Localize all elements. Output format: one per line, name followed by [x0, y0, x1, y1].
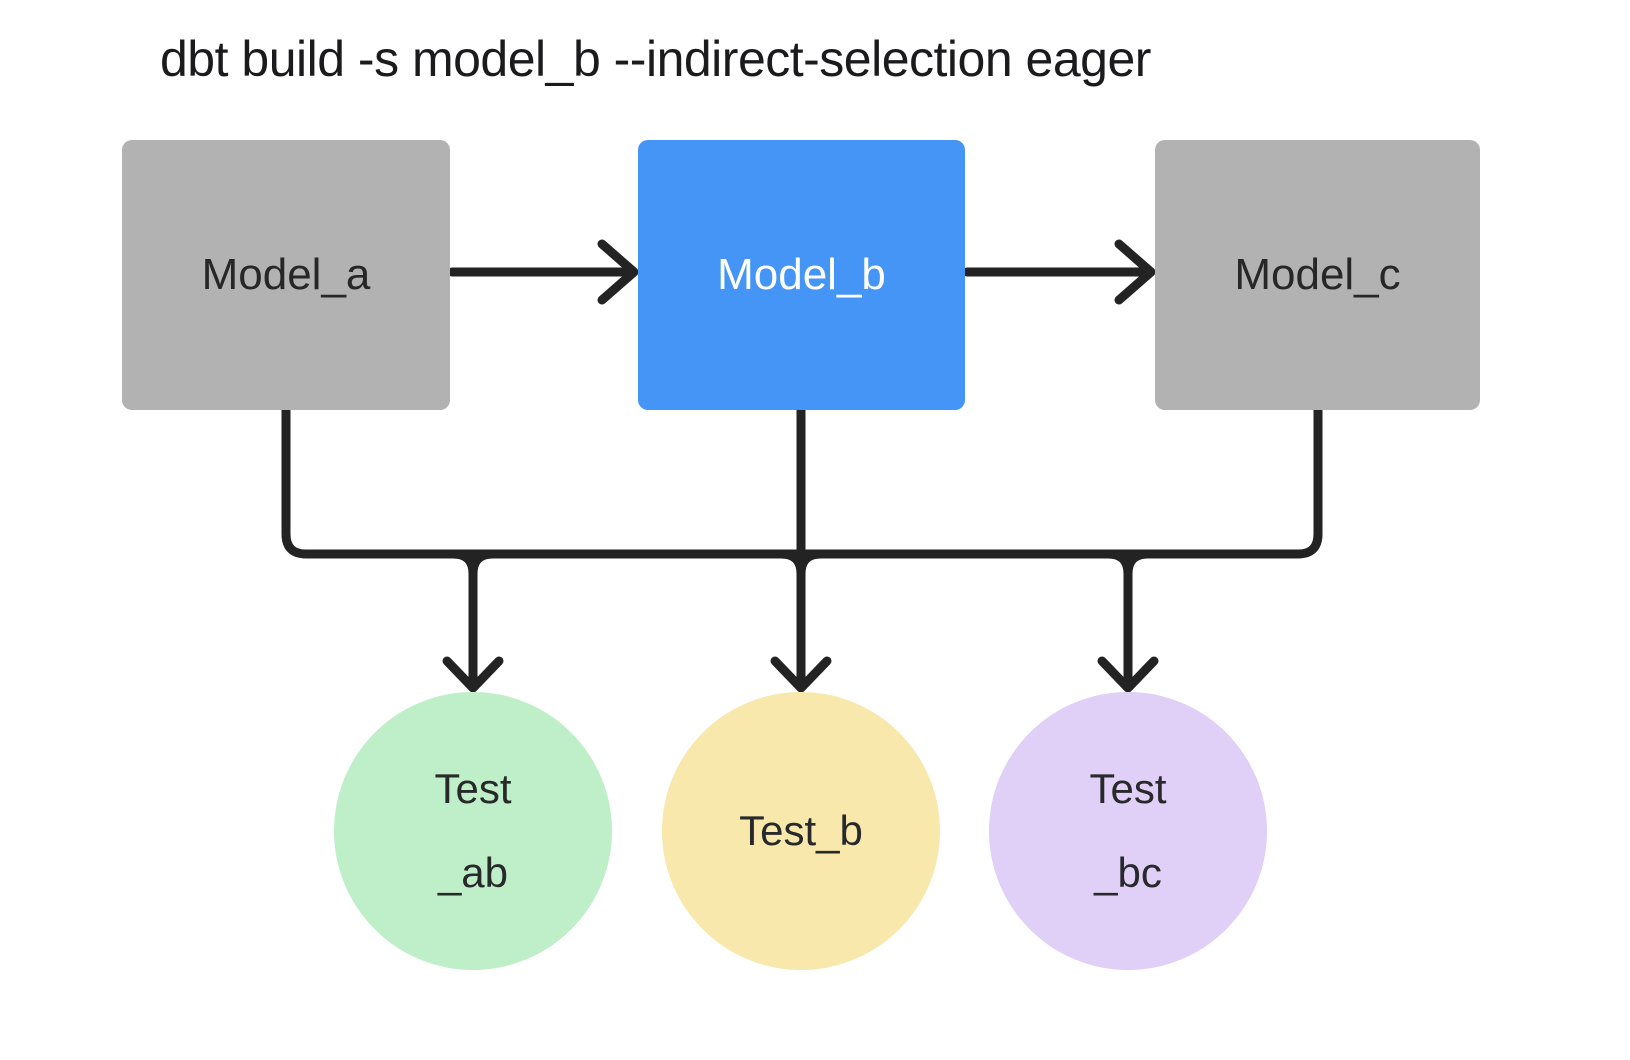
arrowhead-test-bc: [1097, 656, 1159, 693]
command-title: dbt build -s model_b --indirect-selectio…: [160, 31, 1151, 87]
node-model-a: Model_a: [122, 140, 450, 410]
node-test-bc: Test _bc: [989, 692, 1267, 970]
node-model-c-label: Model_c: [1234, 250, 1401, 299]
node-test-b-label: Test_b: [739, 807, 863, 854]
node-model-b-selected: Model_b: [638, 140, 965, 410]
arrowhead-model-b: [597, 239, 639, 305]
node-test-bc-label-line1: Test: [1089, 765, 1167, 812]
node-test-ab-label-line2: _ab: [437, 849, 509, 896]
arrowhead-test-b: [770, 656, 832, 693]
node-test-ab: Test _ab: [334, 692, 612, 970]
node-test-bc-label-line2: _bc: [1094, 849, 1162, 896]
node-test-ab-label-line1: Test: [434, 765, 512, 812]
node-model-b-label: Model_b: [717, 250, 886, 299]
node-test-b: Test_b: [662, 692, 940, 970]
arrowhead-test-ab: [442, 656, 504, 693]
node-model-a-label: Model_a: [201, 250, 371, 299]
node-model-c: Model_c: [1155, 140, 1480, 410]
arrowhead-model-c: [1114, 239, 1156, 305]
